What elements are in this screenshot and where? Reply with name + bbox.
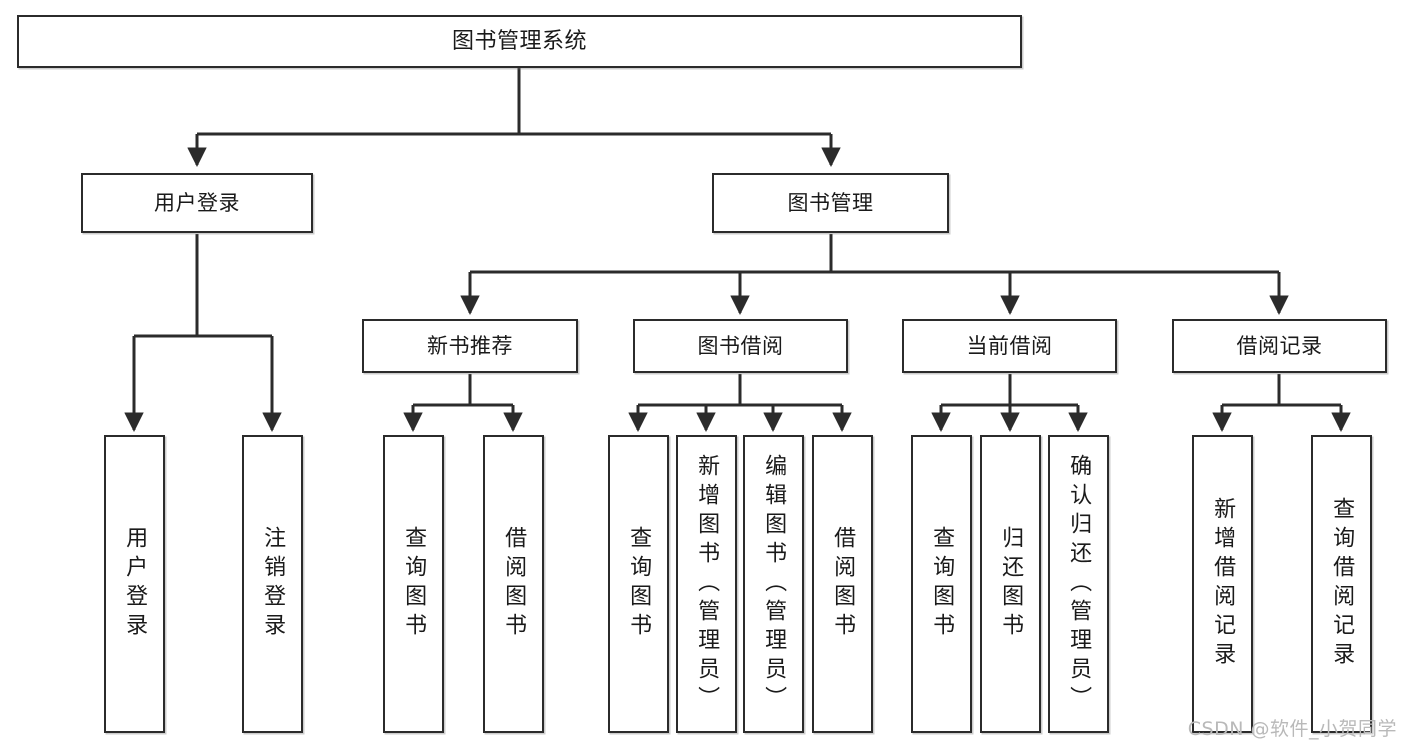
node-leaf-cb-confirm-return[interactable]: 确认归还（管理员） (1048, 435, 1109, 733)
node-leaf-logout-label: 注销登录 (260, 526, 286, 642)
node-leaf-cb-return-book[interactable]: 归还图书 (980, 435, 1041, 733)
node-borrow-record-label: 借阅记录 (1236, 333, 1323, 358)
node-current-borrow-label: 当前借阅 (966, 333, 1053, 358)
node-leaf-cb-return-book-label: 归还图书 (998, 526, 1024, 642)
node-leaf-cb-query-book-label: 查询图书 (929, 526, 955, 642)
node-book-manage[interactable]: 图书管理 (712, 173, 949, 233)
node-leaf-nb-borrow-book[interactable]: 借阅图书 (483, 435, 544, 733)
node-leaf-bb-edit-book-label: 编辑图书（管理员） (761, 453, 787, 715)
node-leaf-cb-query-book[interactable]: 查询图书 (911, 435, 972, 733)
node-leaf-user-login-label: 用户登录 (122, 526, 148, 642)
node-leaf-bb-query-book[interactable]: 查询图书 (608, 435, 669, 733)
node-root-label: 图书管理系统 (451, 28, 587, 54)
node-borrow-record[interactable]: 借阅记录 (1172, 319, 1387, 373)
node-leaf-bb-borrow-book-label: 借阅图书 (830, 526, 856, 642)
node-leaf-user-login[interactable]: 用户登录 (104, 435, 165, 733)
node-user-login[interactable]: 用户登录 (81, 173, 313, 233)
node-leaf-bb-borrow-book[interactable]: 借阅图书 (812, 435, 873, 733)
node-user-login-label: 用户登录 (154, 190, 240, 215)
node-leaf-bb-query-book-label: 查询图书 (626, 526, 652, 642)
node-current-borrow[interactable]: 当前借阅 (902, 319, 1117, 373)
node-leaf-bb-add-book[interactable]: 新增图书（管理员） (676, 435, 737, 733)
node-leaf-br-add-record[interactable]: 新增借阅记录 (1192, 435, 1253, 733)
node-leaf-br-query-record-label: 查询借阅记录 (1329, 497, 1355, 671)
node-leaf-nb-query-book[interactable]: 查询图书 (383, 435, 444, 733)
node-book-manage-label: 图书管理 (787, 190, 874, 215)
node-new-book-recommend[interactable]: 新书推荐 (362, 319, 578, 373)
node-leaf-logout[interactable]: 注销登录 (242, 435, 303, 733)
node-leaf-nb-borrow-book-label: 借阅图书 (501, 526, 527, 642)
node-book-borrow-label: 图书借阅 (697, 333, 784, 358)
node-new-book-recommend-label: 新书推荐 (427, 333, 513, 358)
node-leaf-nb-query-book-label: 查询图书 (401, 526, 427, 642)
node-book-borrow[interactable]: 图书借阅 (633, 319, 848, 373)
node-leaf-br-query-record[interactable]: 查询借阅记录 (1311, 435, 1372, 733)
watermark: CSDN @软件_小贺同学 (1187, 718, 1397, 740)
node-leaf-bb-edit-book[interactable]: 编辑图书（管理员） (743, 435, 804, 733)
node-leaf-bb-add-book-label: 新增图书（管理员） (694, 453, 720, 715)
node-root[interactable]: 图书管理系统 (17, 15, 1022, 68)
node-leaf-br-add-record-label: 新增借阅记录 (1210, 497, 1236, 671)
node-leaf-cb-confirm-return-label: 确认归还（管理员） (1066, 453, 1092, 715)
